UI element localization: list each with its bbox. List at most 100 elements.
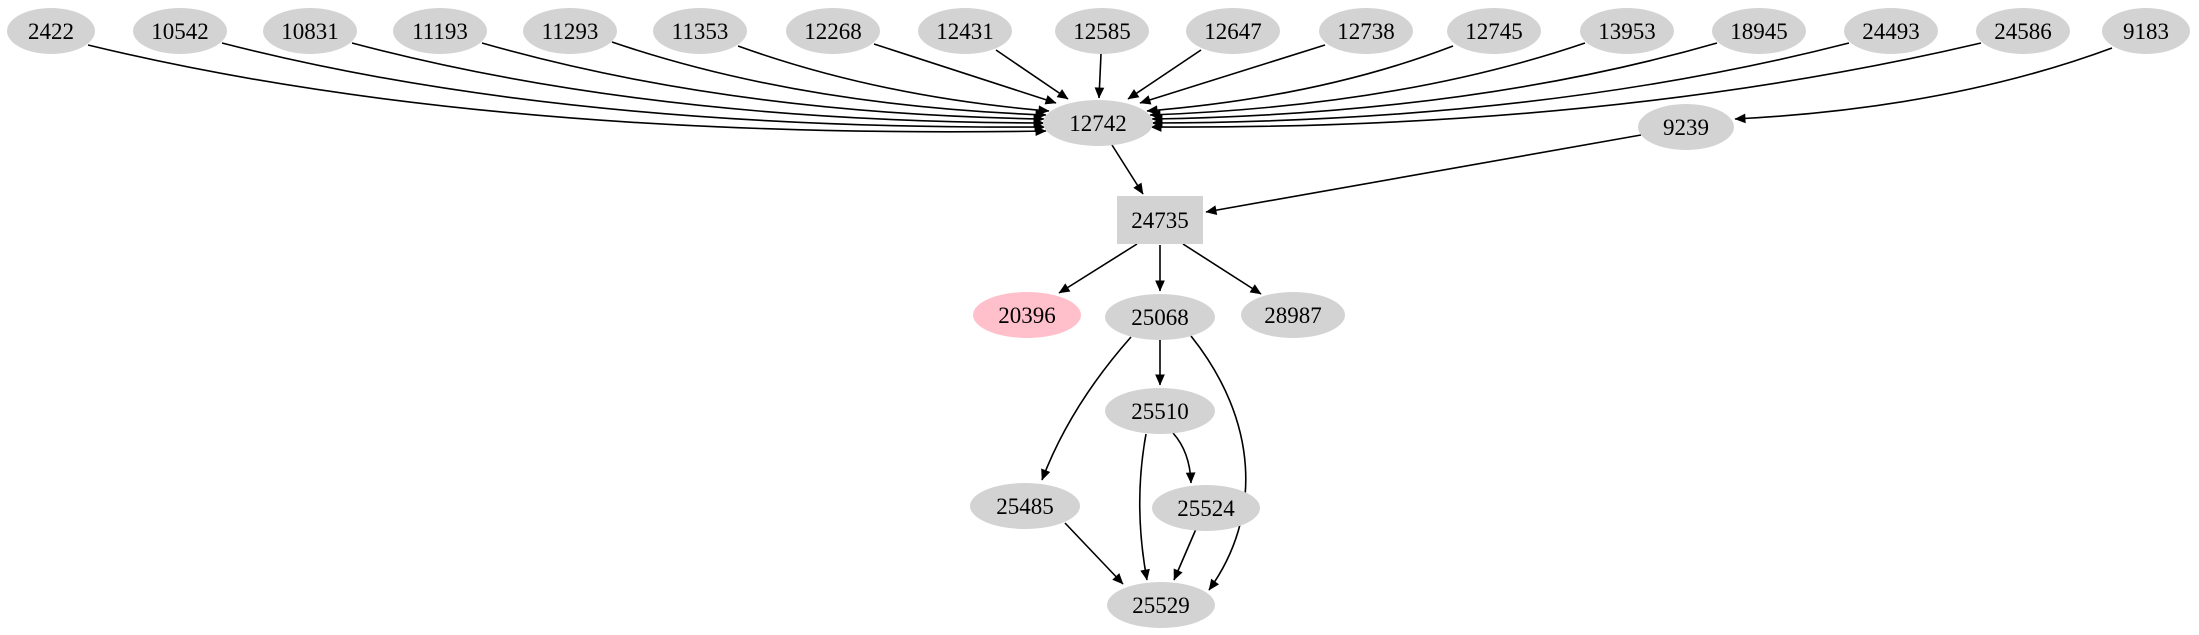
node-12742-shape — [1043, 100, 1153, 146]
node-25524: 25524 — [1152, 485, 1260, 531]
node-13953-shape — [1580, 8, 1674, 54]
node-12745: 12745 — [1447, 8, 1541, 54]
edge-25524-25529 — [1173, 528, 1197, 581]
node-11193: 11193 — [393, 8, 487, 54]
node-12738-shape — [1319, 8, 1413, 54]
node-25068-label: 25068 — [1131, 305, 1189, 330]
node-10831: 10831 — [263, 8, 357, 54]
node-25485-label: 25485 — [996, 494, 1054, 519]
node-12745-shape — [1447, 8, 1541, 54]
node-25529-shape — [1107, 582, 1215, 628]
node-10831-label: 10831 — [281, 19, 339, 44]
node-24735: 24735 — [1117, 196, 1203, 244]
node-12742: 12742 — [1043, 100, 1153, 146]
node-12268-label: 12268 — [804, 19, 862, 44]
node-12647-shape — [1186, 8, 1280, 54]
node-24586: 24586 — [1976, 8, 2070, 54]
node-9239: 9239 — [1638, 104, 1734, 150]
node-18945: 18945 — [1712, 8, 1806, 54]
edge-12745-12742 — [1146, 45, 1454, 115]
edge-9239-24735 — [1205, 134, 1642, 215]
node-10542-shape — [133, 8, 227, 54]
node-2422-shape — [7, 8, 95, 54]
edge-12738-12742 — [1139, 44, 1326, 105]
edge-25510-25524 — [1172, 432, 1196, 484]
node-11293-label: 11293 — [542, 19, 599, 44]
edge-25485-25529 — [1064, 522, 1124, 585]
node-25485: 25485 — [970, 483, 1080, 529]
node-12585-label: 12585 — [1073, 19, 1131, 44]
edge-12431-12742 — [995, 49, 1069, 100]
node-28987-shape — [1241, 292, 1345, 338]
node-24586-shape — [1976, 8, 2070, 54]
node-12742-label: 12742 — [1069, 111, 1127, 136]
node-28987-label: 28987 — [1264, 303, 1322, 328]
edge-10542-12742 — [221, 42, 1046, 132]
node-25510: 25510 — [1105, 388, 1215, 434]
node-20396-label: 20396 — [998, 303, 1056, 328]
node-13953: 13953 — [1580, 8, 1674, 54]
edge-25068-25485 — [1041, 336, 1132, 481]
node-9183-label: 9183 — [2123, 19, 2169, 44]
node-25510-shape — [1105, 388, 1215, 434]
edge-9183-9239 — [1734, 47, 2113, 124]
node-12585-shape — [1055, 8, 1149, 54]
edge-24735-28987 — [1182, 243, 1262, 295]
node-11353-label: 11353 — [672, 19, 729, 44]
node-24493-shape — [1844, 8, 1938, 54]
edge-25510-25529 — [1138, 433, 1150, 581]
node-13953-label: 13953 — [1598, 19, 1656, 44]
edge-2422-12742 — [87, 44, 1047, 137]
edge-24735-20396 — [1058, 243, 1138, 294]
node-25524-label: 25524 — [1177, 496, 1235, 521]
edge-25068-25529 — [1190, 335, 1247, 591]
edge-10831-12742 — [351, 42, 1045, 128]
edge-24493-12742 — [1151, 42, 1850, 128]
node-12738-label: 12738 — [1337, 19, 1395, 44]
node-12431: 12431 — [918, 8, 1012, 54]
edge-24586-12742 — [1150, 42, 1982, 132]
node-12585: 12585 — [1055, 8, 1149, 54]
node-12268: 12268 — [786, 8, 880, 54]
node-11193-shape — [393, 8, 487, 54]
edge-12742-24735 — [1111, 144, 1144, 195]
node-11293-shape — [523, 8, 617, 54]
node-10542: 10542 — [133, 8, 227, 54]
node-25524-shape — [1152, 485, 1260, 531]
node-24735-label: 24735 — [1131, 208, 1189, 233]
node-11293: 11293 — [523, 8, 617, 54]
node-25485-shape — [970, 483, 1080, 529]
node-12738: 12738 — [1319, 8, 1413, 54]
node-9239-label: 9239 — [1663, 115, 1709, 140]
node-25529: 25529 — [1107, 582, 1215, 628]
node-11353-shape — [653, 8, 747, 54]
node-24493: 24493 — [1844, 8, 1938, 54]
edge-12268-12742 — [873, 43, 1057, 105]
node-18945-label: 18945 — [1730, 19, 1788, 44]
node-25068: 25068 — [1105, 294, 1215, 340]
node-9239-shape — [1638, 104, 1734, 150]
node-2422: 2422 — [7, 8, 95, 54]
edge-12647-12742 — [1127, 49, 1202, 100]
node-28987: 28987 — [1241, 292, 1345, 338]
edge-12585-12742 — [1094, 53, 1105, 99]
edge-13953-12742 — [1149, 42, 1586, 120]
node-18945-shape — [1712, 8, 1806, 54]
node-11193-label: 11193 — [412, 19, 468, 44]
node-12431-shape — [918, 8, 1012, 54]
node-24586-label: 24586 — [1994, 19, 2052, 44]
node-12268-shape — [786, 8, 880, 54]
node-2422-label: 2422 — [28, 19, 74, 44]
node-10542-label: 10542 — [151, 19, 209, 44]
node-25510-label: 25510 — [1131, 399, 1189, 424]
edge-11293-12742 — [611, 41, 1047, 120]
node-25068-shape — [1105, 294, 1215, 340]
node-12745-label: 12745 — [1465, 19, 1523, 44]
node-24735-shape — [1117, 196, 1203, 244]
node-9183: 9183 — [2102, 8, 2190, 54]
node-24493-label: 24493 — [1862, 19, 1920, 44]
edge-11353-12742 — [737, 45, 1050, 115]
node-12647: 12647 — [1186, 8, 1280, 54]
